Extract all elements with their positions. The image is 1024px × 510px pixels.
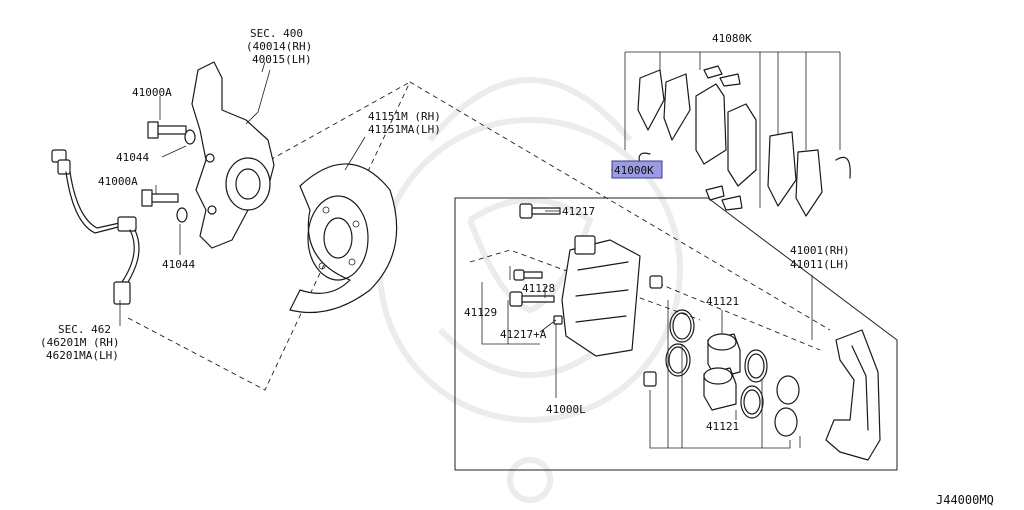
knuckle-bolts xyxy=(141,121,196,223)
label-41044-bot[interactable]: 41044 xyxy=(162,258,195,271)
caliper-assembly-box xyxy=(454,197,898,471)
label-40014[interactable]: (40014(RH) xyxy=(246,40,312,53)
dust-shield xyxy=(289,163,398,313)
leader-lines xyxy=(119,61,813,449)
part-41000K-highlight[interactable] xyxy=(611,160,663,179)
label-41011[interactable]: 41011(LH) xyxy=(790,258,850,271)
caliper-body xyxy=(561,235,663,387)
caliper-bracket xyxy=(825,329,881,461)
diagram-code: J44000MQ xyxy=(936,493,994,507)
label-46201MA[interactable]: 46201MA(LH) xyxy=(46,349,119,362)
label-41001[interactable]: 41001(RH) xyxy=(790,244,850,257)
steering-knuckle xyxy=(191,61,275,249)
part-labels: SEC. 400 (40014(RH) 40015(LH) 41000A 410… xyxy=(40,27,994,507)
label-41151M[interactable]: 41151M (RH) xyxy=(368,110,441,123)
label-41121-bot[interactable]: 41121 xyxy=(706,420,739,433)
label-41000K[interactable]: 41000K xyxy=(614,164,654,177)
brake-pad-kit xyxy=(624,51,851,217)
label-41080K[interactable]: 41080K xyxy=(712,32,752,45)
label-sec400[interactable]: SEC. 400 xyxy=(250,27,303,40)
pistons-and-seals xyxy=(665,309,800,437)
label-41128[interactable]: 41128 xyxy=(522,282,555,295)
label-41217[interactable]: 41217 xyxy=(562,205,595,218)
label-41000A-top[interactable]: 41000A xyxy=(132,86,172,99)
label-40015[interactable]: 40015(LH) xyxy=(252,53,312,66)
label-41121-top[interactable]: 41121 xyxy=(706,295,739,308)
label-41217A[interactable]: 41217+A xyxy=(500,328,547,341)
label-41044-top[interactable]: 41044 xyxy=(116,151,149,164)
brake-hose xyxy=(51,149,140,305)
label-sec462[interactable]: SEC. 462 xyxy=(58,323,111,336)
label-41000A-mid[interactable]: 41000A xyxy=(98,175,138,188)
label-41000L[interactable]: 41000L xyxy=(546,403,586,416)
label-46201M[interactable]: (46201M (RH) xyxy=(40,336,119,349)
label-41151MA[interactable]: 41151MA(LH) xyxy=(368,123,441,136)
label-41129[interactable]: 41129 xyxy=(464,306,497,319)
